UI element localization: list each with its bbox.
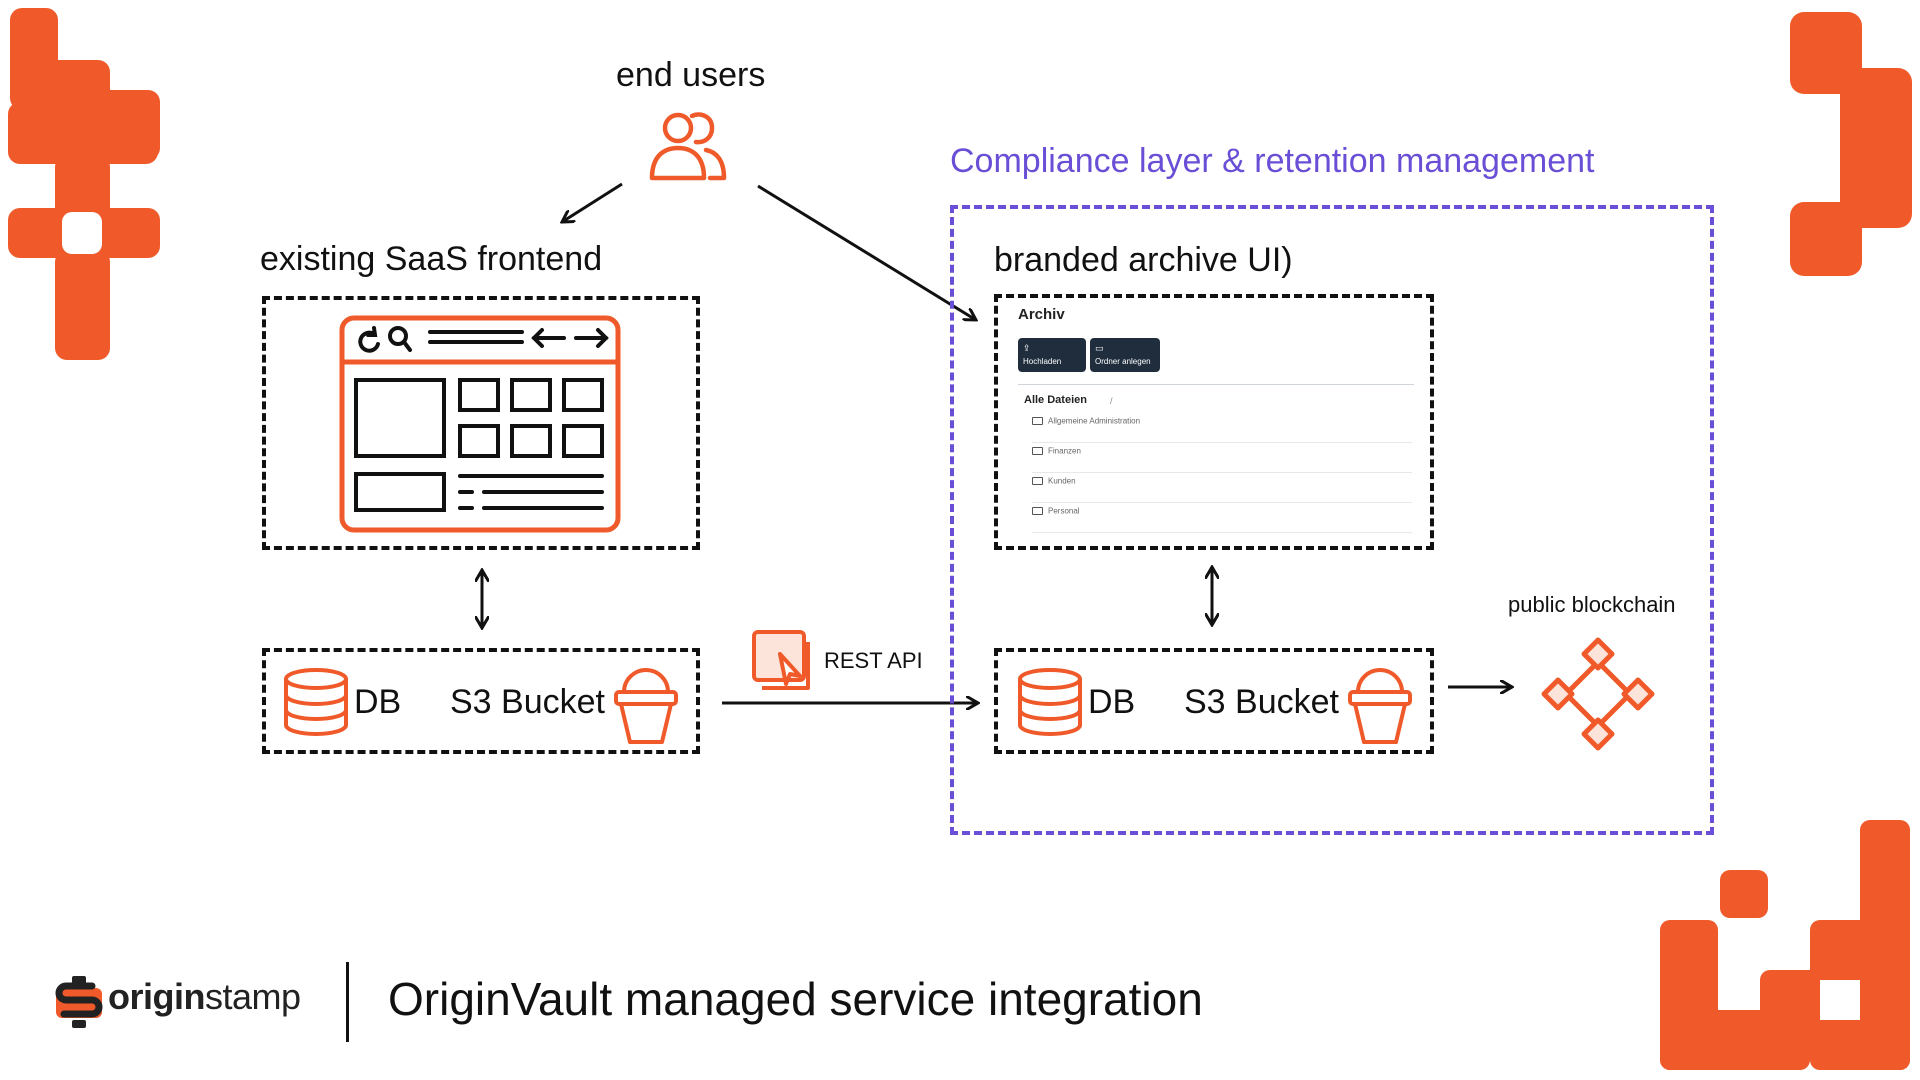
footer-title: OriginVault managed service integration: [388, 973, 1203, 1025]
blockchain-label: public blockchain: [1508, 592, 1676, 617]
folder-plus-icon: ▭: [1095, 343, 1104, 353]
compliance-layer-box: [950, 205, 1714, 835]
arrow-users-to-archive: [757, 184, 976, 320]
end-users-label: end users: [616, 56, 766, 94]
all-files-breadcrumb[interactable]: Alle Dateien: [1024, 394, 1087, 406]
database-icon: [284, 668, 348, 736]
corner-decoration-top-right: [1790, 12, 1912, 276]
archive-ui-screenshot: Archiv ⇪ Hochladen ▭ Ordner anlegen Alle…: [1002, 300, 1426, 540]
users-icon: [649, 112, 727, 181]
brand-light: stamp: [204, 976, 301, 1017]
archive-db-label: DB: [1088, 683, 1136, 721]
api-cursor-icon: [752, 630, 810, 690]
saas-s3-label: S3 Bucket: [450, 683, 605, 721]
folder-row[interactable]: Allgemeine Administration: [1032, 416, 1412, 443]
bucket-icon: [1348, 668, 1412, 744]
new-folder-label: Ordner anlegen: [1095, 357, 1151, 366]
archive-ui-label: branded archive UI): [994, 241, 1293, 279]
saas-frontend-label: existing SaaS frontend: [260, 240, 603, 278]
footer-divider: [346, 962, 349, 1042]
folder-icon: [1032, 446, 1043, 455]
archive-s3-label: S3 Bucket: [1184, 683, 1339, 721]
archive-divider: [1018, 384, 1414, 385]
saas-frontend-box: [262, 296, 700, 550]
upload-button[interactable]: ⇪ Hochladen: [1018, 338, 1086, 372]
rest-api-label: REST API: [824, 648, 923, 673]
arrow-users-to-saas: [562, 182, 623, 222]
blockchain-icon: [1541, 637, 1655, 751]
browser-icon: [339, 315, 621, 533]
folder-icon: [1032, 506, 1043, 515]
folder-icon: [1032, 416, 1043, 425]
breadcrumb-separator: /: [1110, 396, 1113, 406]
folder-row[interactable]: Kunden: [1032, 476, 1412, 503]
corner-decoration-top-left: [8, 8, 160, 360]
saas-db-label: DB: [354, 683, 402, 721]
database-icon: [1018, 668, 1082, 736]
compliance-layer-label: Compliance layer & retention management: [950, 142, 1595, 180]
new-folder-button[interactable]: ▭ Ordner anlegen: [1090, 338, 1160, 372]
folder-row[interactable]: Personal: [1032, 506, 1412, 533]
upload-icon: ⇪: [1023, 343, 1031, 353]
brand-wordmark: originstamp: [108, 976, 301, 1018]
bucket-icon: [614, 668, 678, 744]
folder-icon: [1032, 476, 1043, 485]
folder-row[interactable]: Finanzen: [1032, 446, 1412, 473]
upload-label: Hochladen: [1023, 357, 1062, 366]
originstamp-logo-icon: [55, 976, 103, 1028]
archive-title: Archiv: [1018, 306, 1065, 323]
corner-decoration-bottom-right: [1660, 820, 1910, 1070]
brand-bold: origin: [108, 976, 205, 1017]
